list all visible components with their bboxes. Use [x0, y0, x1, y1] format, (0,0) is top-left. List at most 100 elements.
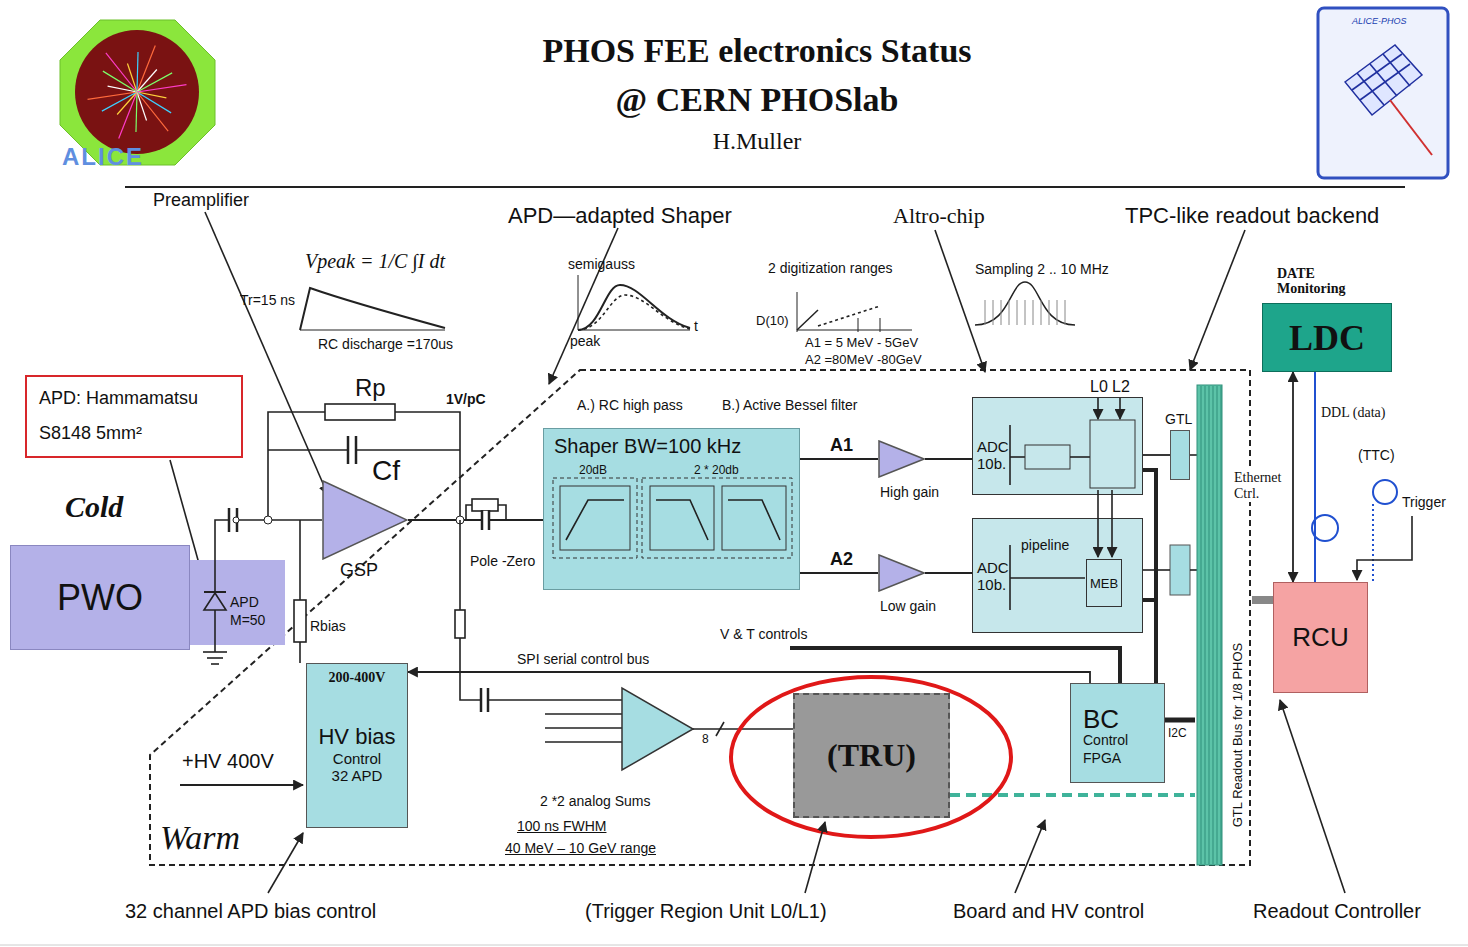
hv-bias-box: 200-400VHV biasControl 32 APD — [306, 663, 408, 828]
sample-tick — [1065, 300, 1066, 325]
amplifier-triangle: High gain — [878, 440, 925, 478]
connector — [925, 572, 972, 574]
circuit-wire — [545, 727, 622, 729]
pulse-sketch — [578, 295, 690, 330]
note-box: APD: Hammamatsu S8148 5mm² — [25, 375, 243, 458]
node-text: M=50 — [230, 612, 265, 628]
altro-internal — [1009, 425, 1011, 485]
filter-stage-symbol — [728, 500, 780, 540]
leader-line — [1280, 700, 1345, 893]
node-text: pipeline — [1021, 537, 1069, 553]
node-text: DATE Monitoring — [1277, 266, 1357, 297]
apd-diode-symbol — [214, 610, 216, 652]
filter-stage-symbol — [656, 500, 708, 540]
rule-line — [125, 186, 1405, 188]
sample-tick — [1017, 300, 1018, 325]
altro-chip-box: ADC 10b.pipelineMEB — [972, 518, 1143, 633]
node-text: MEB — [1090, 576, 1118, 591]
crystal-block: PWO — [10, 545, 190, 650]
circuit-wire — [693, 728, 793, 730]
connector-label: Ethernet Ctrl. — [1232, 470, 1291, 502]
circuit-wire — [1170, 545, 1190, 595]
label-text: Cf — [372, 455, 400, 487]
sample-tick — [1049, 300, 1050, 325]
connector — [950, 793, 1195, 797]
node-text: BC — [1083, 706, 1152, 732]
filter-stage-symbol — [722, 486, 786, 550]
altro-internal — [1097, 398, 1099, 419]
alice-logo — [136, 92, 137, 132]
phos-logo — [1360, 64, 1410, 100]
alice-logo — [103, 71, 137, 92]
apd-diode-symbol — [211, 663, 219, 665]
circuit-wire — [545, 713, 622, 715]
label-text: V & T controls — [720, 626, 807, 642]
pulse-sketch — [975, 282, 1075, 325]
triangle-outline — [322, 480, 408, 560]
alice-logo — [119, 92, 137, 139]
apd-block: APDM=50 — [190, 560, 285, 645]
connector — [408, 519, 543, 521]
circuit-wire — [1143, 598, 1156, 602]
node-text: GTL — [1165, 411, 1192, 427]
readout-bus-band — [1197, 385, 1222, 865]
node-text: Control 32 APD — [326, 750, 388, 784]
bus-stripe — [1201, 386, 1202, 864]
circuit-wire — [180, 784, 303, 786]
filter-stage-symbol — [650, 486, 714, 550]
label-text: RC discharge =170us — [318, 336, 453, 352]
altro-internal — [1010, 577, 1085, 579]
alice-logo — [117, 92, 137, 114]
node-text: GTL Readout Bus for 1/8 PHOS — [1230, 643, 1245, 828]
connector-label: A2 — [828, 549, 855, 570]
pulse-sketch — [797, 292, 798, 332]
pulse-sketch — [858, 318, 859, 332]
circuit-wire — [466, 505, 472, 520]
node-text: PWO — [57, 577, 143, 619]
circuit-wire — [716, 722, 724, 736]
highlight-ellipse — [731, 677, 1011, 837]
pulse-sketch — [880, 318, 881, 332]
phos-logo — [1370, 64, 1397, 96]
alice-logo — [137, 45, 155, 92]
circuit-wire — [622, 688, 693, 770]
circuit-wire — [480, 688, 483, 712]
alice-logo — [137, 92, 168, 131]
apd-diode-symbol — [204, 593, 226, 610]
alice-logo — [137, 92, 147, 120]
label-text: Vpeak = 1/C ∫I dt — [305, 250, 445, 273]
circuit-wire — [299, 520, 301, 600]
label-text: TPC-like readout backend — [1125, 203, 1379, 228]
circuit-wire — [228, 508, 231, 532]
apd-diode-symbol — [207, 657, 223, 659]
label-text: Pole -Zero — [470, 553, 535, 569]
node-text: 20dB — [579, 463, 607, 477]
leader-line — [268, 833, 303, 893]
circuit-wire — [498, 505, 506, 520]
label-text: B.) Active Bessel filter — [722, 397, 857, 413]
triangle-outline — [879, 555, 924, 591]
bus-stripe — [1209, 386, 1210, 864]
connector — [800, 458, 878, 460]
label-text: ALICE-PHOS — [1352, 16, 1407, 26]
bus-stripe — [1205, 386, 1206, 864]
apd-diode-symbol — [204, 591, 226, 593]
altro-internal — [1025, 445, 1070, 469]
circuit-wire — [455, 610, 465, 638]
connector — [925, 458, 972, 460]
sample-tick — [985, 300, 1065, 325]
connector — [1292, 372, 1294, 582]
connector — [800, 572, 878, 574]
alice-logo — [75, 30, 199, 154]
phos-logo — [1345, 45, 1422, 115]
label-text: 8 — [702, 733, 709, 747]
label-text: peak — [570, 333, 600, 349]
circuit-wire — [356, 449, 460, 451]
node-text: Control FPGA — [1083, 732, 1143, 767]
node-text: 200-400V — [329, 670, 386, 686]
triangle-outline — [878, 440, 925, 478]
label-text: 32 channel APD bias control — [125, 900, 376, 923]
altro-internal — [1097, 490, 1099, 557]
